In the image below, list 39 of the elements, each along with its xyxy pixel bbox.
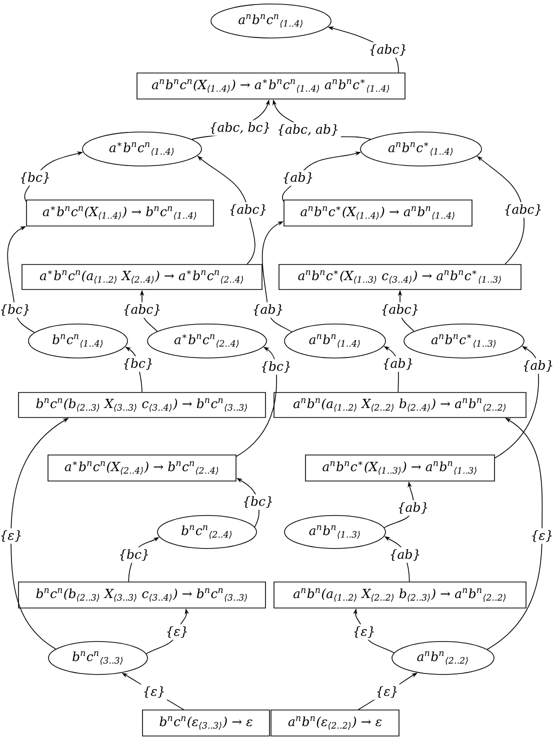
arrow: [494, 346, 539, 458]
edge-label: {bc}: [258, 359, 294, 375]
ellipse-node: b$^{n}$c$^{n}$⟨1..4⟩: [28, 324, 128, 358]
edge-label: {abc}: [502, 202, 544, 218]
arrow: [7, 226, 35, 333]
ellipse-node: a$^{n}$b$^{n}$⟨1..3⟩: [284, 515, 386, 549]
arrow: [262, 221, 292, 332]
edge-label: {ab}: [395, 500, 431, 516]
edge-label: {abc}: [226, 202, 270, 218]
edge-label: {abc, bc}: [207, 120, 273, 136]
edge-label: {bc}: [0, 302, 32, 318]
ellipse-node: a$^{n}$b$^{n}$c$^{∗}$⟨1..3⟩: [404, 324, 524, 358]
ellipse-node: a$^{∗}$b$^{n}$c$^{n}$⟨2..4⟩: [147, 324, 267, 358]
edge-label: {abc}: [120, 302, 164, 318]
edge-label: {ε}: [0, 528, 24, 544]
ellipse-node: a$^{n}$b$^{n}$c$^{n}$⟨1..4⟩: [210, 4, 332, 38]
edge-label: {ab}: [387, 547, 423, 563]
edge-label: {ε}: [528, 528, 553, 544]
ellipse-node: b$^{n}$c$^{n}$⟨3..3⟩: [48, 641, 148, 675]
edge-label: {abc, ab}: [275, 122, 341, 138]
ellipse-node: a$^{∗}$b$^{n}$c$^{n}$⟨1..4⟩: [82, 132, 202, 166]
edge-label: {ε}: [164, 624, 190, 640]
edge-label: {ab}: [520, 358, 553, 374]
edge-label: {ab}: [380, 356, 416, 372]
ellipse-node: a$^{n}$b$^{n}$⟨2..2⟩: [392, 641, 494, 675]
edge-label: {ε}: [350, 624, 378, 640]
edge-label: {ε}: [140, 684, 168, 700]
ellipse-node: a$^{n}$b$^{n}$⟨1..4⟩: [284, 324, 386, 358]
ellipse-node: a$^{n}$b$^{n}$c$^{∗}$⟨1..4⟩: [360, 132, 482, 166]
edge-label: {abc}: [366, 42, 410, 58]
edge-label: {ab}: [250, 302, 286, 318]
edge-label: {bc}: [120, 356, 156, 372]
edge-label: {bc}: [116, 547, 152, 563]
edge-label: {abc}: [378, 302, 422, 318]
edge-label: {bc}: [18, 170, 52, 186]
edge-label: {ab}: [280, 170, 316, 186]
edge-label: {bc}: [240, 494, 276, 510]
edge-label: {ε}: [374, 684, 400, 700]
ellipse-node: b$^{n}$c$^{n}$⟨2..4⟩: [157, 515, 257, 549]
